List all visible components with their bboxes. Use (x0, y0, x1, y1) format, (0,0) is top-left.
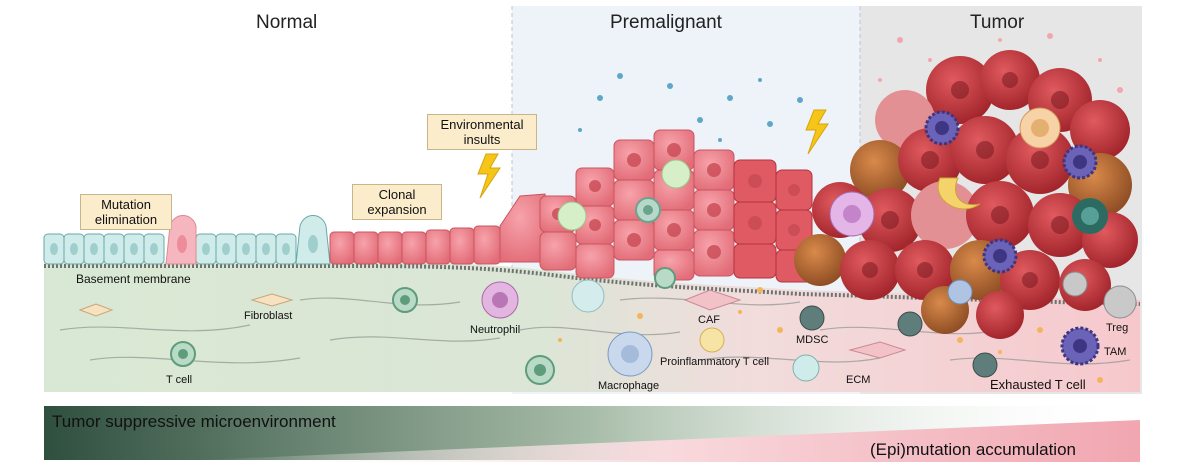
label-macrophage: Macrophage (598, 380, 660, 392)
label-basement-membrane: Basement membrane (76, 272, 191, 286)
label-fibroblast: Fibroblast (244, 310, 293, 322)
accumulation-gradient-bar (200, 420, 1140, 462)
tumor-immune-cells (924, 107, 1108, 305)
callout-environmental-insults: Environmental insults (427, 114, 537, 150)
lightning-icon (805, 109, 829, 155)
lightning-icon (477, 153, 501, 199)
label-mdsc: MDSC (796, 334, 829, 346)
label-ecm: ECM (846, 374, 871, 386)
label-proinflammatory-t-cell: Proinflammatory T cell (660, 356, 770, 368)
stage-title-normal: Normal (256, 12, 318, 33)
stage-title-tumor: Tumor (970, 12, 1025, 33)
label-epimutation-accumulation: (Epi)mutation accumulation (870, 440, 1076, 459)
label-neutrophil: Neutrophil (470, 324, 521, 336)
label-caf: CAF (698, 314, 720, 326)
label-treg: Treg (1106, 322, 1129, 334)
callout-mutation-elimination: Mutation elimination (80, 194, 172, 230)
callout-clonal-expansion: Clonal expansion (352, 184, 442, 220)
label-exhausted-t-cell: Exhausted T cell (990, 377, 1086, 392)
stroma-cells (78, 267, 1137, 385)
clonal-epithelium (329, 225, 501, 265)
tumor-particles (878, 33, 1123, 93)
label-tam: TAM (1104, 346, 1127, 358)
label-suppressive-microenvironment: Tumor suppressive microenvironment (52, 412, 336, 431)
stroma-particles (558, 287, 1103, 383)
premalignant-immune-cells (557, 159, 875, 237)
tumor-nuclei (862, 72, 1069, 288)
normal-nuclei (50, 235, 318, 255)
label-t-cell: T cell (166, 374, 193, 386)
cytokine-particles (578, 73, 803, 142)
stage-title-premalignant: Premalignant (610, 12, 722, 33)
